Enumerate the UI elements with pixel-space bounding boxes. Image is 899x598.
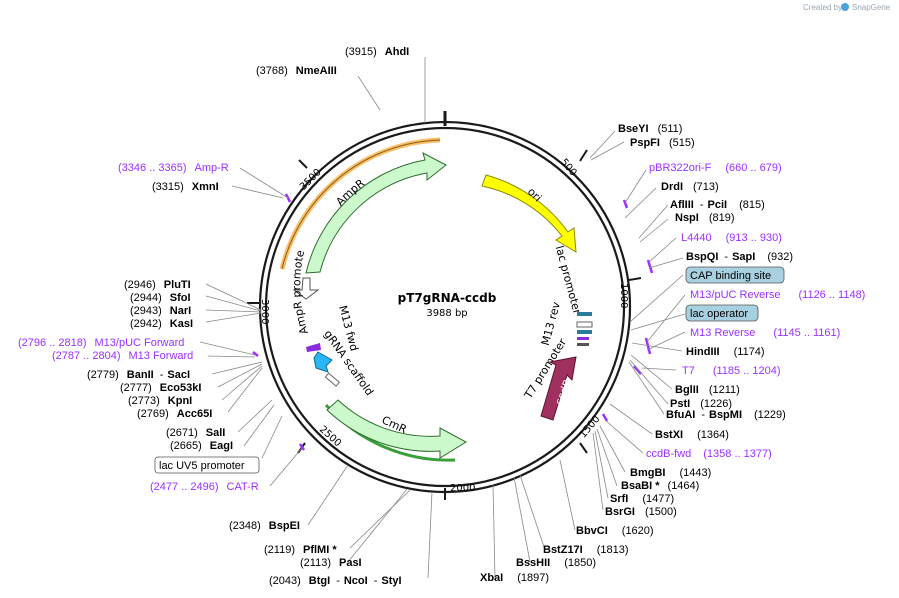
label-bsshii: BssHII(1850) — [516, 557, 596, 569]
label-bsrgi: BsrGI(1500) — [605, 506, 677, 518]
lac-operator-box — [685, 304, 759, 322]
label-bmgbi: BmgBI(1443) — [630, 467, 711, 479]
m13-rev-mark — [577, 337, 589, 340]
label-m13puc-forward: (2796 .. 2818)M13/pUC Forward — [18, 337, 184, 349]
label-bseyi: BseYI(511) — [618, 123, 682, 135]
label-eco53ki: (2777)Eco53kI — [120, 382, 201, 394]
label-pspfi: PspFI(515) — [630, 137, 695, 149]
label-eagi: (2665)EagI — [170, 440, 233, 452]
label-bfuai-bspmi: BfuAI-BspMI(1229) — [666, 409, 786, 421]
label-bglii: BglII(1211) — [675, 384, 740, 396]
label-btgi-ncoi-styi: (2043)BtgI-NcoI-StyI — [269, 575, 402, 587]
label-acc65i: (2769)Acc65I — [137, 408, 212, 420]
label-psti: PstI(1226) — [670, 398, 732, 410]
label-nmeaiii: (3768)NmeAIII — [256, 65, 337, 77]
label-srfi: SrfI(1477) — [610, 493, 674, 505]
ccdb-feature[interactable] — [540, 356, 577, 421]
label-kpni: (2773)KpnI — [128, 395, 192, 407]
label-l4440: L4440(913 .. 930) — [681, 232, 782, 244]
label-drdi: DrdI(713) — [661, 181, 719, 193]
label-nari: (2943)NarI — [130, 305, 191, 317]
left-leader-lines — [199, 57, 433, 579]
label-amp-r: (3346 .. 3365)Amp-R — [118, 162, 229, 174]
label-afliii-pcii: AflIII-PciI(815) — [670, 199, 765, 211]
lac-promoter-mark — [576, 321, 593, 328]
label-pluti: (2946)PluTI — [124, 279, 191, 291]
tick-1500: 1500 — [578, 414, 603, 441]
label-t7: T7(1185 .. 1204) — [682, 365, 781, 377]
lac-uv5-mark — [324, 372, 340, 387]
backbone-inner-ring — [264, 126, 626, 488]
label-lac-uv5-promoter: lac UV5 promoter — [159, 460, 245, 472]
label-bspqi-sapi: BspQI-SapI(932) — [686, 251, 793, 263]
tick-2000: 2000 — [450, 483, 475, 494]
tick-3000: 3000 — [259, 299, 270, 324]
ori-feature[interactable] — [481, 174, 577, 253]
plasmid-length: 3988 bp — [426, 308, 467, 319]
grna-scaffold-feature[interactable] — [313, 351, 333, 373]
label-hindiii: HindIII(1174) — [686, 346, 765, 358]
label-nspi: NspI(819) — [675, 212, 735, 224]
cmr-feature[interactable] — [326, 399, 468, 459]
creator-prefix: Created by — [803, 3, 842, 12]
label-lac-operator: lac operator — [690, 308, 748, 320]
label-bstxi: BstXI(1364) — [655, 429, 729, 441]
label-pasi: (2113)PasI — [300, 557, 362, 569]
label-kasi: (2942)KasI — [130, 318, 193, 330]
label-ahdi: (3915)AhdI — [345, 46, 409, 58]
label-sfoi: (2944)SfoI — [130, 292, 191, 304]
label-bspei: (2348)BspEI — [229, 520, 300, 532]
creator-brand: SnapGene — [852, 3, 891, 12]
ampr-feature[interactable] — [305, 152, 447, 274]
cap-site-mark — [577, 312, 592, 316]
right-leader-lines — [492, 130, 686, 579]
label-bstz17i: BstZ17I(1813) — [543, 544, 629, 556]
label-cat-r: (2477 .. 2496)CAT-R — [150, 481, 259, 493]
snapgene-logo-icon — [841, 3, 849, 11]
label-xmni: (3315)XmnI — [152, 181, 219, 193]
ampr-highlight-core — [281, 139, 441, 270]
label-banii-saci: (2779)BanII-SacI — [87, 369, 190, 381]
plasmid-name: pT7gRNA-ccdb — [398, 291, 497, 305]
m13-fwd-mark — [306, 343, 321, 352]
t7-mark — [577, 343, 589, 346]
label-pflmi: (2119)PflMI * — [264, 544, 337, 556]
label-bsabi: BsaBI *(1464) — [621, 480, 699, 492]
label-bbvci: BbvCI(1620) — [576, 525, 654, 537]
label-pbr322ori-f: pBR322ori-F(660 .. 679) — [649, 162, 782, 174]
label-sali: (2671)SalI — [166, 427, 225, 439]
lac-operator-mark — [577, 330, 592, 334]
label-m13-forward: (2787 .. 2804)M13 Forward — [52, 350, 193, 362]
ampr-promoter-feature[interactable] — [292, 277, 320, 300]
label-m13puc-reverse: M13/pUC Reverse(1126 .. 1148) — [690, 289, 865, 301]
label-ccdb-fwd: ccdB-fwd(1358 .. 1377) — [646, 448, 772, 460]
label-cap-binding-site: CAP binding site — [690, 270, 771, 282]
label-m13-reverse: M13 Reverse(1145 .. 1161) — [690, 327, 840, 339]
cap-binding-site-box — [685, 266, 785, 284]
lac-uv5-promoter-box — [154, 456, 260, 474]
label-xbai: XbaI(1897) — [480, 572, 549, 584]
tick-1000: 1000 — [618, 283, 629, 308]
